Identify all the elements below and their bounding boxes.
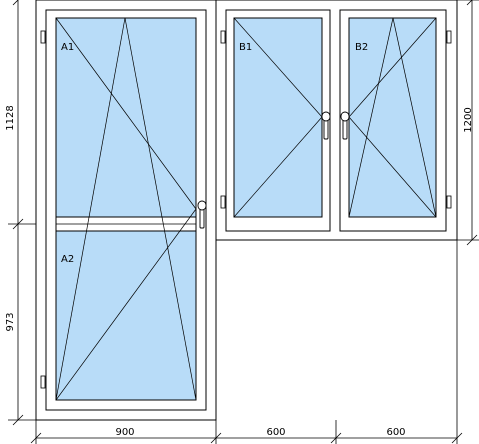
double-window: B1 B2: [215, 0, 458, 241]
glass-b2: [348, 17, 437, 218]
b2-opening-lines: [348, 17, 437, 218]
right-dimension: 1200: [457, 0, 479, 246]
left-dimension: 1128 973: [5, 0, 36, 426]
dim-bottom-window-left: 600: [266, 427, 285, 438]
hinge-icon: [40, 30, 46, 44]
sash-label-a2: A2: [61, 254, 74, 265]
sash-label-a1: A1: [61, 42, 74, 53]
dim-left-lower: 973: [5, 312, 16, 331]
dim-bottom-window-right: 600: [386, 427, 405, 438]
dim-bottom-door: 900: [115, 427, 134, 438]
bottom-dimension: 900 600 600: [30, 240, 463, 444]
dim-right-height: 1200: [463, 107, 474, 132]
door-opening-lines: [55, 17, 197, 401]
hinge-icon: [446, 195, 452, 209]
sash-label-b1: B1: [239, 42, 252, 53]
window-handle-b1-icon[interactable]: [321, 111, 331, 140]
glass-a1: [55, 17, 197, 218]
hinge-icon: [40, 375, 46, 389]
b1-opening-lines: [233, 17, 323, 218]
balcony-door: A1 A2: [35, 0, 217, 421]
window-handle-b2-icon[interactable]: [340, 111, 350, 140]
hinge-icon: [220, 195, 226, 209]
door-handle-icon[interactable]: [197, 200, 207, 229]
sash-label-b2: B2: [355, 42, 368, 53]
dim-left-upper: 1128: [5, 105, 16, 130]
hinge-icon: [446, 30, 452, 44]
hinge-icon: [220, 30, 226, 44]
glass-a2: [55, 230, 197, 401]
glass-b1: [233, 17, 323, 218]
